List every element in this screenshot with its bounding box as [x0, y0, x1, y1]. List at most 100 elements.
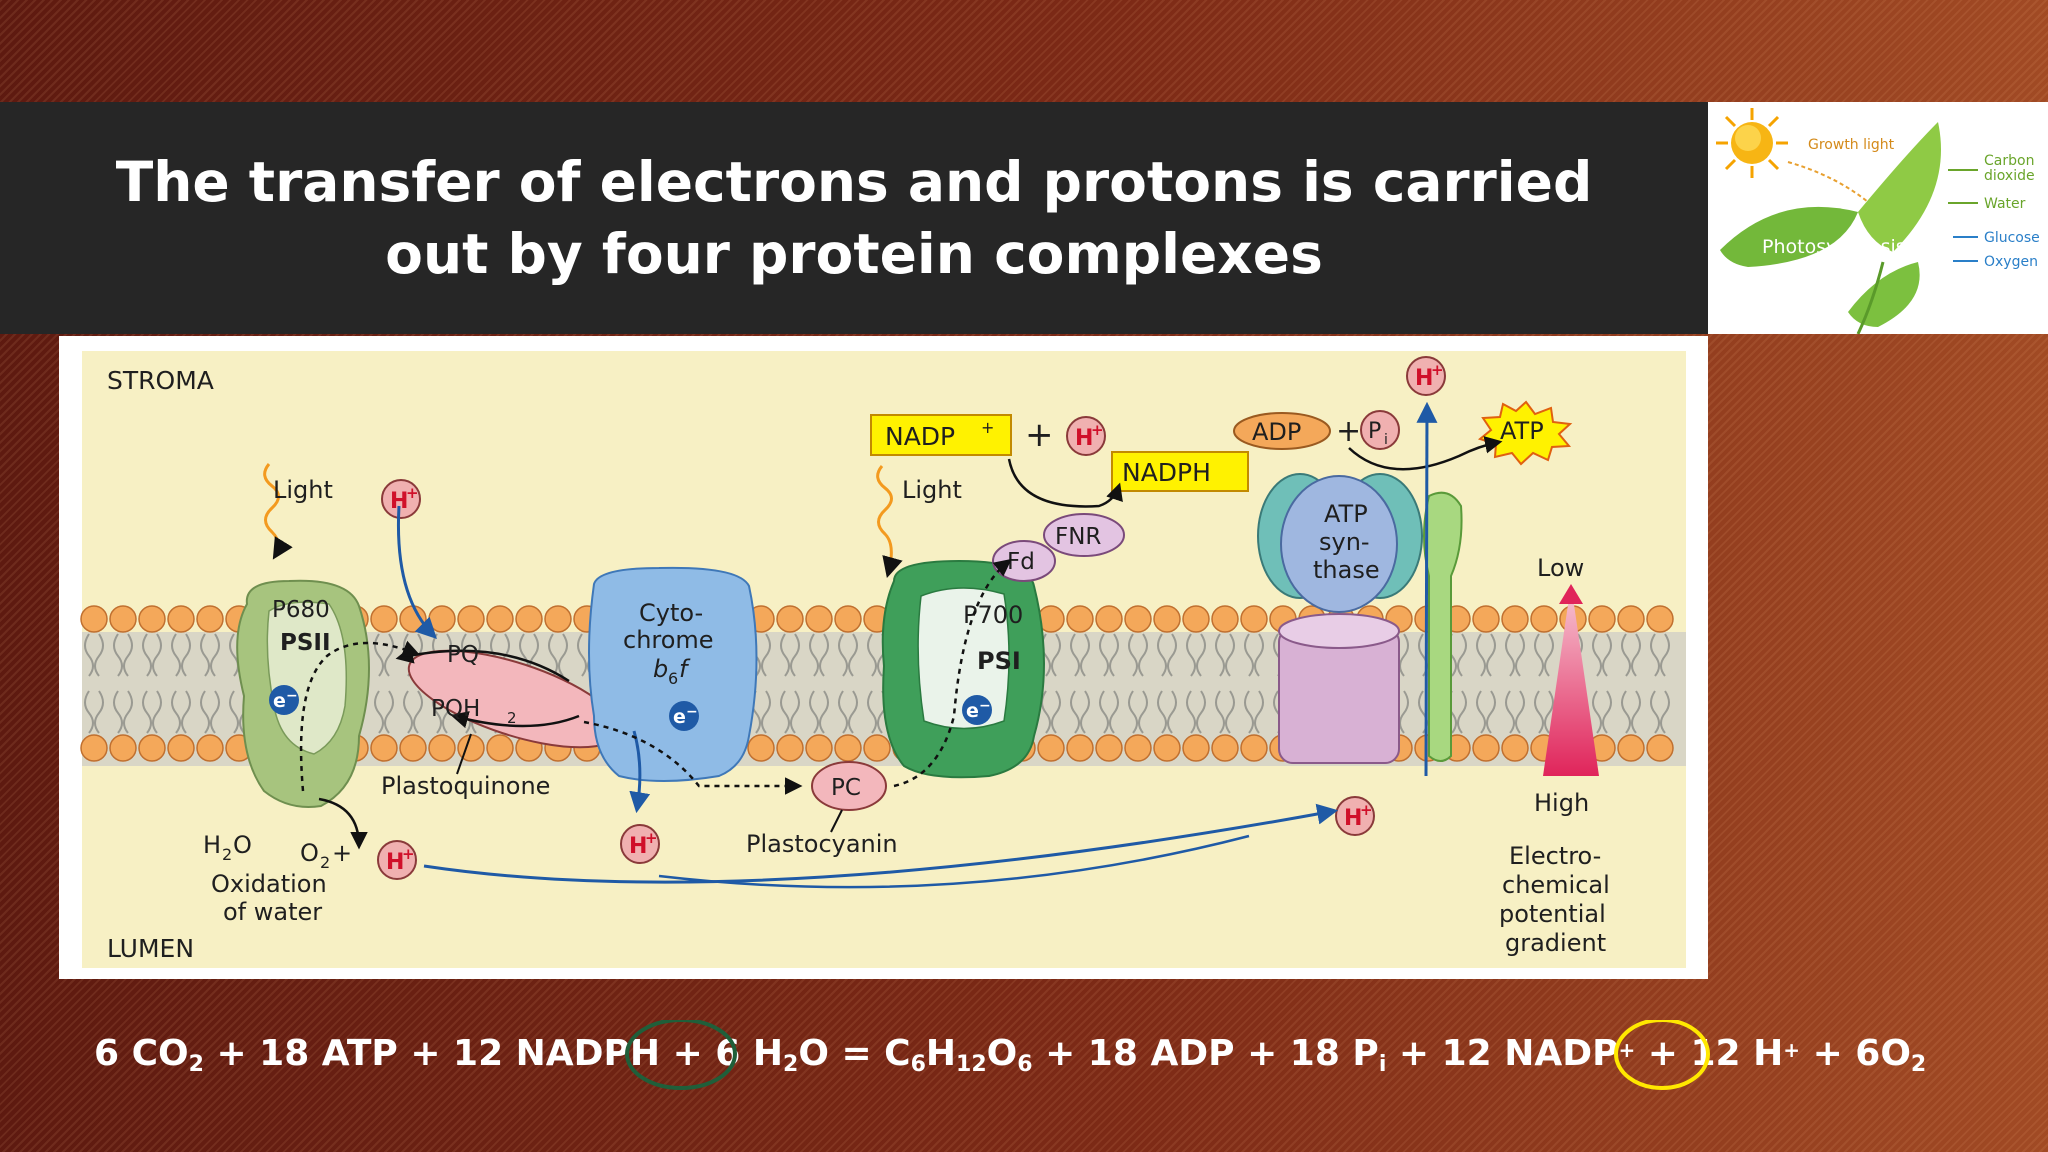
fd-label: Fd: [1007, 549, 1035, 575]
lipid-tail: [838, 633, 848, 677]
lipid-tail: [210, 690, 220, 734]
svg-text:+: +: [645, 829, 658, 847]
lipid-tail: [1157, 690, 1167, 734]
light-label-psi: Light: [902, 476, 962, 504]
oxidation-label-1: Oxidation: [211, 870, 327, 898]
phospholipid-head: [805, 605, 833, 633]
phospholipid-head: [399, 734, 427, 762]
phospholipid-head: [167, 734, 195, 762]
svg-text:NADP: NADP: [885, 422, 955, 451]
lipid-tail: [374, 690, 384, 734]
lipid-tail: [790, 690, 800, 734]
photosystem-i-complex: P700 PSI e −: [881, 559, 1045, 779]
phospholipid-head: [776, 734, 804, 762]
phospholipid-head: [1646, 734, 1674, 762]
phospholipid-head: [1617, 734, 1645, 762]
cytochrome-label-3: b: [653, 655, 668, 683]
phospholipid-head: [80, 734, 108, 762]
electron-psii: e −: [269, 685, 299, 715]
phospholipid-head: [1095, 605, 1123, 633]
phospholipid-head: [1095, 734, 1123, 762]
electron-cytochrome: e −: [669, 701, 699, 731]
slide-title: The transfer of electrons and protons is…: [115, 150, 1593, 286]
lipid-tail: [1225, 690, 1235, 734]
svg-text:2: 2: [222, 845, 232, 864]
lipid-tail: [1486, 690, 1496, 734]
phospholipid-head: [1617, 605, 1645, 633]
proton-markers: H+H+H+H+H+H+: [377, 356, 1446, 880]
svg-text:H: H: [1415, 366, 1433, 391]
phospholipid-head: [1501, 734, 1529, 762]
svg-text:6: 6: [668, 669, 678, 688]
lipid-tail: [1128, 690, 1138, 734]
nadph-box: NADPH: [1111, 451, 1249, 492]
svg-text:e: e: [673, 706, 686, 728]
svg-text:−: −: [286, 688, 298, 704]
atp-synthase-label-1: ATP: [1324, 500, 1368, 528]
lipid-tail: [403, 690, 413, 734]
leaf-icon: [1720, 122, 1941, 334]
water-label: Water: [1984, 196, 2026, 212]
cytochrome-b6f-complex: Cyto- chrome b 6 f e −: [588, 566, 758, 782]
oxygen-highlight-circle: [1614, 1018, 1710, 1090]
lipid-tail: [1109, 690, 1119, 734]
title-bar: The transfer of electrons and protons is…: [0, 102, 1708, 334]
phospholipid-head: [486, 605, 514, 633]
photosynthesis-label: Photosynthesis: [1762, 236, 1906, 258]
lipid-tail: [1186, 690, 1196, 734]
lipid-tail: [142, 633, 152, 677]
lipid-tail: [374, 633, 384, 677]
svg-text:+: +: [981, 418, 994, 437]
cytochrome-label-1: Cyto-: [639, 599, 703, 627]
lipid-tail: [848, 690, 858, 734]
atp-starburst: ATP: [1477, 400, 1573, 466]
svg-text:+: +: [1431, 361, 1444, 379]
lipid-tail: [1534, 690, 1544, 734]
light-arrow-psi: [876, 465, 903, 579]
phospholipid-head: [1182, 605, 1210, 633]
plastocyanin-molecule: PC Plastocyanin: [746, 761, 898, 858]
lipid-tail: [1099, 690, 1109, 734]
svg-text:−: −: [979, 698, 991, 714]
lipid-tail: [229, 633, 239, 677]
phosphate-molecule: P i: [1360, 410, 1400, 450]
phospholipid-head: [109, 734, 137, 762]
lipid-tail: [84, 690, 94, 734]
lipid-tail: [838, 690, 848, 734]
phospholipid-head: [776, 605, 804, 633]
lumen-label: LUMEN: [107, 934, 194, 963]
lipid-tail: [1476, 633, 1486, 677]
lipid-tail: [761, 633, 771, 677]
lipid-tail: [819, 633, 829, 677]
svg-text:+: +: [1091, 421, 1104, 439]
lipid-tail: [819, 690, 829, 734]
lipid-tail: [1244, 633, 1254, 677]
photosynthesis-thumbnail: Growth light Photosynthesis Carbon dioxi…: [1708, 102, 2048, 334]
lipid-tail: [84, 633, 94, 677]
phospholipid-head: [834, 734, 862, 762]
oxidation-label-2: of water: [223, 898, 322, 926]
lipid-tail: [1486, 633, 1496, 677]
photosynthesis-illustration: Growth light Photosynthesis Carbon dioxi…: [1716, 108, 2040, 334]
lipid-tail: [123, 633, 133, 677]
lipid-tail: [113, 633, 123, 677]
lipid-tail: [548, 633, 558, 677]
lipid-tail: [384, 690, 394, 734]
phospholipid-head: [1588, 605, 1616, 633]
oxygen-label: Oxygen: [1984, 254, 2038, 270]
plastoquinone-pool: PQ PQH 2 Plastoquinone: [381, 642, 621, 800]
phospholipid-head: [428, 605, 456, 633]
gradient-label-4: gradient: [1505, 929, 1606, 957]
phospholipid-head: [1066, 605, 1094, 633]
pqh2-label: PQH: [431, 696, 480, 722]
lipid-tail: [867, 690, 877, 734]
phospholipid-head: [1646, 605, 1674, 633]
phospholipid-head: [1124, 605, 1152, 633]
lipid-tail: [577, 633, 587, 677]
lipid-tail: [1225, 633, 1235, 677]
phospholipid-head: [805, 734, 833, 762]
lipid-tail: [1505, 633, 1515, 677]
lipid-tail: [1592, 690, 1602, 734]
proton-h-plus: H+: [620, 824, 660, 864]
lipid-tail: [200, 633, 210, 677]
